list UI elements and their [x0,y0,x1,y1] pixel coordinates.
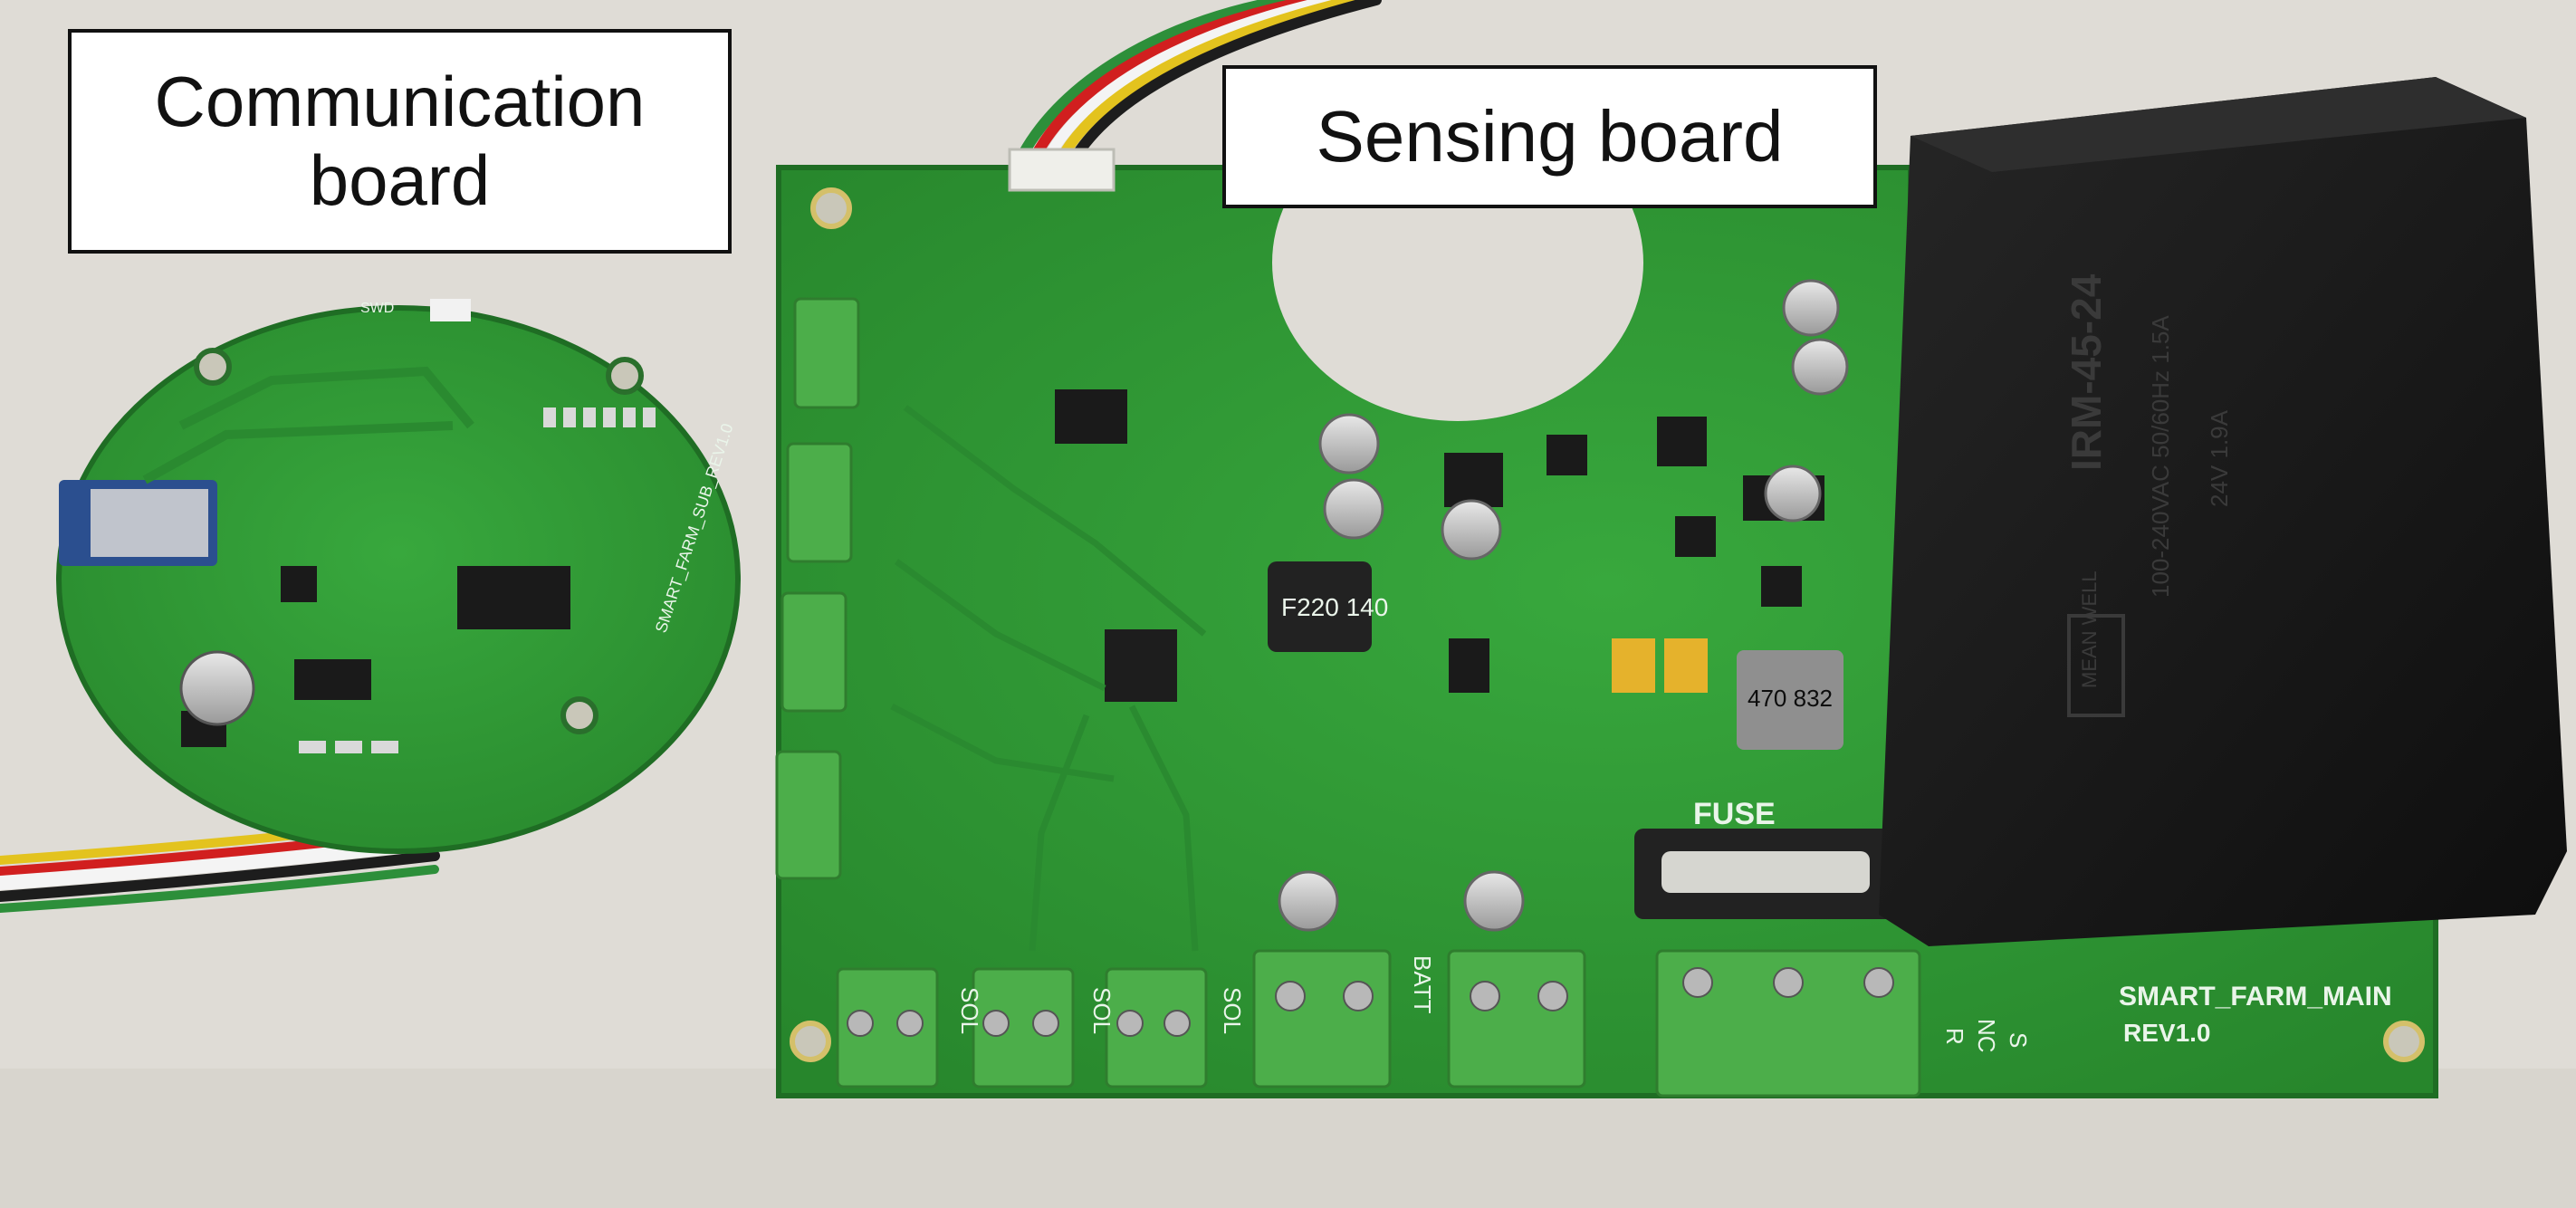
batt-label: BATT [1409,955,1436,1014]
relay-pin-nc: NC [1973,1019,2000,1053]
communication-board-label: Communication board [68,29,732,254]
sol-label-1: SOL [956,987,983,1034]
revision-label: REV1.0 [2123,1019,2211,1047]
svg-text:470 832: 470 832 [1748,685,1833,712]
swd-label: SWD [360,301,394,316]
left-terminal-blocks [775,297,860,880]
sol-label-2: SOL [1088,987,1116,1034]
sensing-board-label: Sensing board [1222,65,1877,208]
relay-pin-r: R [1941,1028,1968,1045]
power-supply-module: IRM-45-24 100-240VAC 50/60Hz 1.5A 24V 1.… [1879,77,2567,946]
relay-pin-s: S [2005,1032,2032,1048]
sol-label-3: SOL [1219,987,1246,1034]
psu-brand: MEAN WELL [2078,570,2101,688]
psu-input: 100-240VAC 50/60Hz 1.5A [2147,315,2174,598]
top-connector [1008,148,1116,192]
electrolytic-capacitor [179,650,255,726]
fuse-label: FUSE [1693,797,1776,831]
inductor-470 [1737,650,1843,750]
psu-output: 24V 1.9A [2206,409,2233,507]
svg-text:F220 140: F220 140 [1281,593,1388,621]
top-cable [1018,0,1382,159]
main-board-name: SMART_FARM_MAIN [2119,982,2392,1011]
psu-model: IRM-45-24 [2063,273,2110,471]
inductor-f220 [1268,561,1372,652]
communication-board: SMART_FARM_SUB_REV1.0 SWD [56,299,741,854]
